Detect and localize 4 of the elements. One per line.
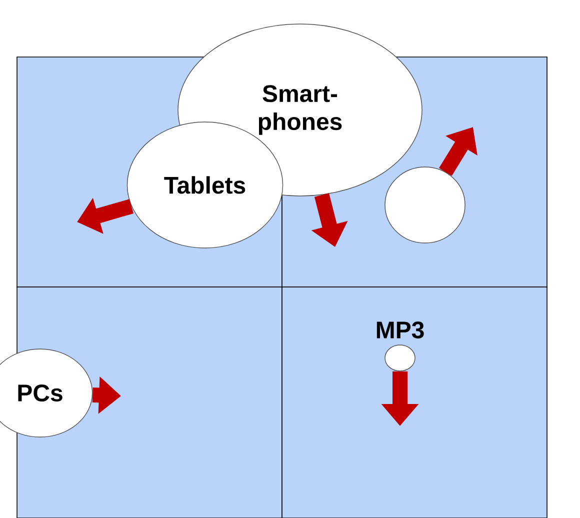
- bubble: PCs: [0, 348, 93, 438]
- empty-bubble: [384, 166, 466, 244]
- bubble-label: MP3: [376, 321, 424, 338]
- empty-bubble: [384, 344, 416, 372]
